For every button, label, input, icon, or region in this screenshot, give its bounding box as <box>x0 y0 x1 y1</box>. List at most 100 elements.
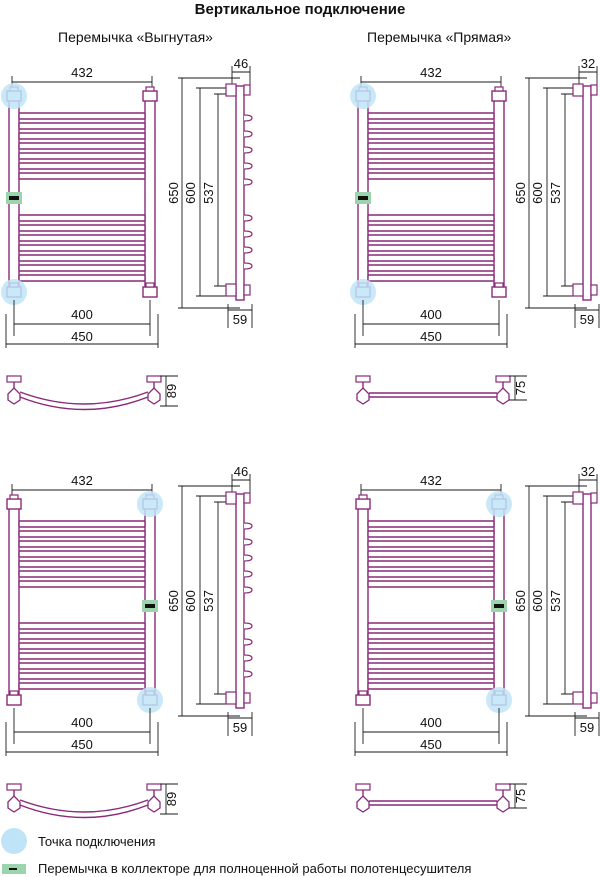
fitting <box>590 84 598 96</box>
crossbar-bend <box>243 570 253 578</box>
wall-bracket <box>572 491 584 505</box>
jumper-icon <box>2 864 26 874</box>
jumper-mark <box>9 196 19 200</box>
crossbar-bend <box>243 538 253 546</box>
crossbar <box>18 682 146 690</box>
crossbar-bend <box>243 554 253 562</box>
crossbar <box>367 540 495 548</box>
dimension-label: 59 <box>233 720 247 735</box>
wall-mount <box>495 783 511 791</box>
wall-mount <box>355 783 371 791</box>
crossbar <box>18 254 146 262</box>
collector-cap <box>494 282 504 288</box>
crossbar-curved <box>19 396 149 411</box>
collector-cap <box>145 282 155 288</box>
plan-view-straight: 75 <box>355 375 528 405</box>
crossbar <box>367 560 495 568</box>
crossbar <box>18 550 146 558</box>
collector-nut <box>6 694 22 706</box>
crossbar-curved <box>19 804 149 819</box>
collector-nut <box>7 795 21 813</box>
crossbar <box>367 682 495 690</box>
crossbar <box>18 112 146 120</box>
crossbar <box>18 274 146 282</box>
left-collector <box>357 507 369 703</box>
dimension-label: 46 <box>234 56 248 71</box>
dimension-label: 59 <box>233 312 247 327</box>
crossbar <box>18 162 146 170</box>
crossbar <box>367 672 495 680</box>
connection-point-icon <box>1 83 27 109</box>
crossbar-bend <box>243 162 253 170</box>
crossbar <box>367 662 495 670</box>
dimension-label: 600 <box>183 590 198 612</box>
dimension-label: 400 <box>71 307 93 322</box>
jumper-mark <box>494 604 504 608</box>
crossbar <box>18 172 146 180</box>
dimension-label: 650 <box>166 182 181 204</box>
fitting <box>590 284 598 296</box>
crossbar <box>18 672 146 680</box>
crossbar <box>367 254 495 262</box>
dimension-label: 46 <box>234 464 248 479</box>
crossbar-bend <box>243 114 253 122</box>
collector-nut <box>491 286 507 298</box>
wall-bracket <box>225 691 237 705</box>
crossbar <box>367 274 495 282</box>
crossbar-bend <box>243 586 253 594</box>
crossbar <box>18 520 146 528</box>
collector-profile <box>235 85 245 301</box>
crossbar-bend <box>243 230 253 238</box>
crossbar-bend <box>243 262 253 270</box>
dimension-label: 432 <box>71 65 93 80</box>
collector-cap <box>358 494 368 500</box>
dimension-label: 400 <box>71 715 93 730</box>
crossbar <box>367 142 495 150</box>
connection-point-icon <box>350 279 376 305</box>
crossbar <box>18 234 146 242</box>
dimension-label: 400 <box>420 307 442 322</box>
crossbar <box>367 632 495 640</box>
crossbar <box>367 172 495 180</box>
fitting <box>590 692 598 704</box>
crossbar-bend <box>243 178 253 186</box>
collector-nut <box>355 694 371 706</box>
right-collector <box>493 99 505 295</box>
crossbar <box>18 540 146 548</box>
dimension-label: 89 <box>164 792 179 806</box>
collector-profile <box>235 493 245 709</box>
connection-point-icon <box>137 491 163 517</box>
collector-nut <box>142 90 158 102</box>
dimension-label: 59 <box>580 312 594 327</box>
crossbar <box>18 622 146 630</box>
collector-profile <box>582 85 592 301</box>
wall-mount <box>146 783 162 791</box>
dimension-label: 432 <box>420 473 442 488</box>
collector-profile <box>582 493 592 709</box>
collector-nut <box>496 387 510 405</box>
crossbar-bend <box>243 638 253 646</box>
dimension-label: 650 <box>166 590 181 612</box>
dimension-label: 400 <box>420 715 442 730</box>
collector-nut <box>355 498 371 510</box>
crossbar <box>367 162 495 170</box>
jumper-mark <box>145 604 155 608</box>
crossbar <box>367 234 495 242</box>
crossbar-bend <box>243 214 253 222</box>
collector-cap <box>145 86 155 92</box>
collector-nut <box>7 387 21 405</box>
crossbar <box>367 570 495 578</box>
wall-bracket <box>225 491 237 505</box>
dimension-label: 432 <box>420 65 442 80</box>
fitting <box>243 84 251 96</box>
connection-point-icon <box>486 687 512 713</box>
crossbar <box>367 152 495 160</box>
wall-bracket <box>572 83 584 97</box>
